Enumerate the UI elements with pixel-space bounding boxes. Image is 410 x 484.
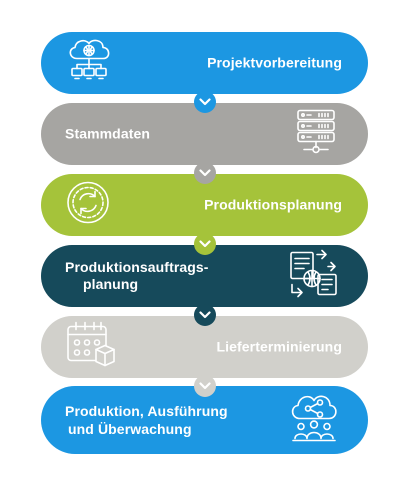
chevron-down-icon [194,304,216,326]
cycle-arrows-icon [65,180,111,231]
step-label: Lieferterminierung [216,338,342,355]
step-label: Produktionsauftrags- planung [65,259,209,293]
step-label: Stammdaten [65,125,151,142]
step-stammdaten: Stammdaten [41,103,368,165]
chevron-down-icon [194,162,216,184]
step-label-line2: planung [83,276,139,292]
step-label-line1: Produktion, Ausführung [65,403,228,419]
step-lieferterminierung: Lieferterminierung [41,316,368,378]
documents-globe-icon [288,249,340,304]
cloud-people-share-icon [288,391,340,450]
step-produktionsauftragsplanung: Produktionsauftrags- planung [41,245,368,307]
step-label: Produktionsplanung [204,196,342,213]
server-rack-icon [292,108,340,161]
step-produktion-ausfuehrung-ueberwachung: Produktion, Ausführung und Überwachung [41,386,368,454]
chevron-down-icon [194,375,216,397]
step-label: Produktion, Ausführung und Überwachung [65,402,228,438]
step-label: Projektvorbereitung [207,54,342,71]
step-produktionsplanung: Produktionsplanung [41,174,368,236]
cloud-network-icon [65,37,117,90]
calendar-box-icon [65,320,117,375]
step-label-line2: und Überwachung [68,421,192,437]
chevron-down-icon [194,91,216,113]
chevron-down-icon [194,233,216,255]
step-projektvorbereitung: Projektvorbereitung [41,32,368,94]
step-label-line1: Produktionsauftrags- [65,259,209,275]
